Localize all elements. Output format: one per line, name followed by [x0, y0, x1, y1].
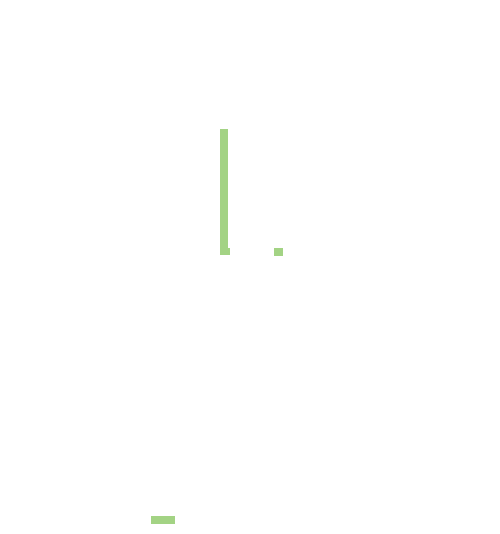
small-square-shape — [274, 248, 283, 256]
vertical-bar-shape — [220, 129, 228, 255]
horizontal-block-shape — [151, 516, 175, 524]
vertical-bar-notch-shape — [228, 248, 230, 255]
